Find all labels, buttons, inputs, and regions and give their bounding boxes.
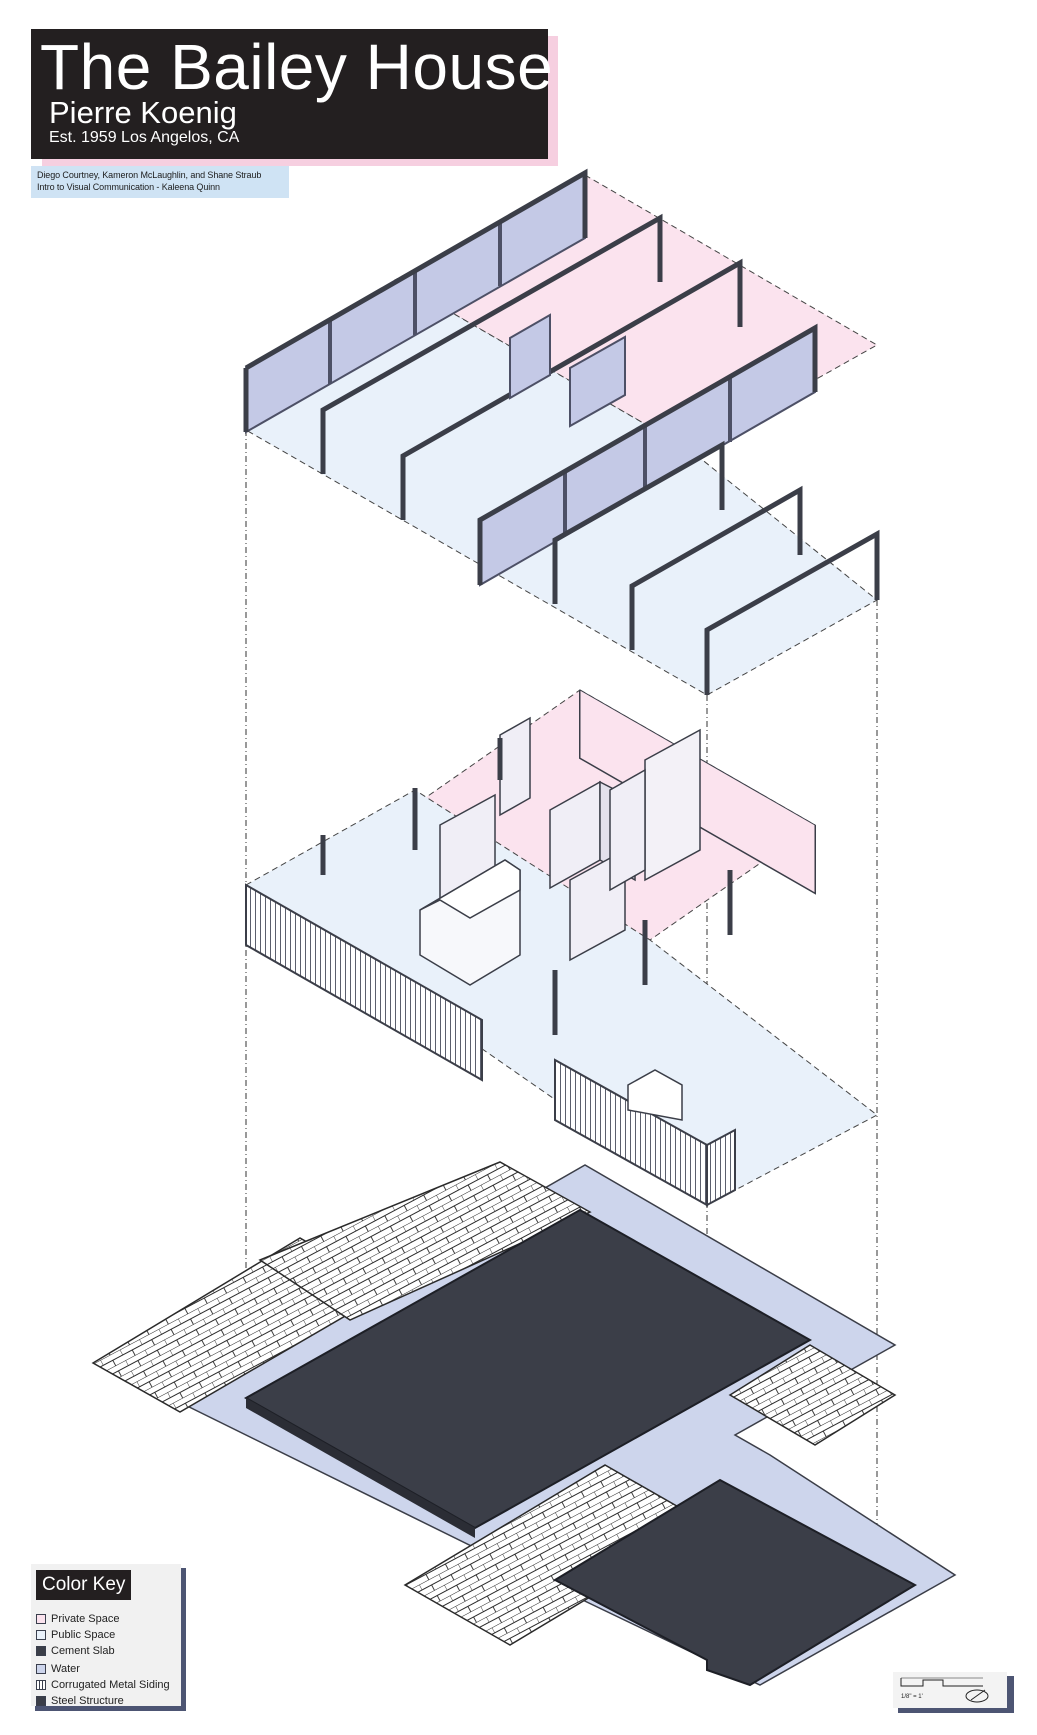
- key-label: Steel Structure: [51, 1695, 124, 1707]
- private-space-swatch: [36, 1614, 46, 1624]
- water-swatch: [36, 1664, 46, 1674]
- key-label: Corrugated Metal Siding: [51, 1679, 170, 1691]
- title-block: The Bailey House Pierre Koenig Est. 1959…: [31, 29, 553, 159]
- public-space-swatch: [36, 1630, 46, 1640]
- color-key-title: Color Key: [36, 1570, 132, 1600]
- corrugated-siding-swatch: [36, 1680, 46, 1690]
- credits-box: Diego Courtney, Kameron McLaughlin, and …: [31, 166, 289, 198]
- scale-box: 1/8" = 1': [893, 1672, 1007, 1708]
- key-label: Water: [51, 1663, 80, 1675]
- cement-slab-swatch: [36, 1646, 46, 1656]
- frame-level: [243, 168, 880, 696]
- key-label: Public Space: [51, 1629, 116, 1641]
- steel-structure-swatch: [36, 1696, 46, 1706]
- wall-level: [245, 689, 878, 1207]
- ground-level: [91, 1161, 957, 1687]
- scale-bar: [900, 1677, 983, 1687]
- key-label: Cement Slab: [51, 1645, 115, 1657]
- corrugated-siding-left: [245, 883, 483, 1082]
- cement-slab-secondary: [552, 1478, 918, 1687]
- steel-frames: [320, 213, 743, 520]
- project-title: The Bailey House: [40, 31, 554, 103]
- established-line: Est. 1959 Los Angelos, CA: [49, 129, 240, 146]
- authors-line: Diego Courtney, Kameron McLaughlin, and …: [37, 170, 262, 180]
- key-label: Private Space: [51, 1613, 120, 1625]
- brick-terrace-top: [258, 1161, 592, 1321]
- scale-label: 1/8" = 1': [901, 1694, 923, 1700]
- north-arrow-icon: [965, 1689, 989, 1703]
- course-line: Intro to Visual Communication - Kaleena …: [37, 182, 220, 192]
- color-key: Color Key Private Space Public Space Cem…: [31, 1564, 181, 1707]
- brick-terrace-right: [728, 1344, 897, 1446]
- cement-slab-main: [243, 1208, 813, 1530]
- architect-name: Pierre Koenig: [49, 95, 237, 130]
